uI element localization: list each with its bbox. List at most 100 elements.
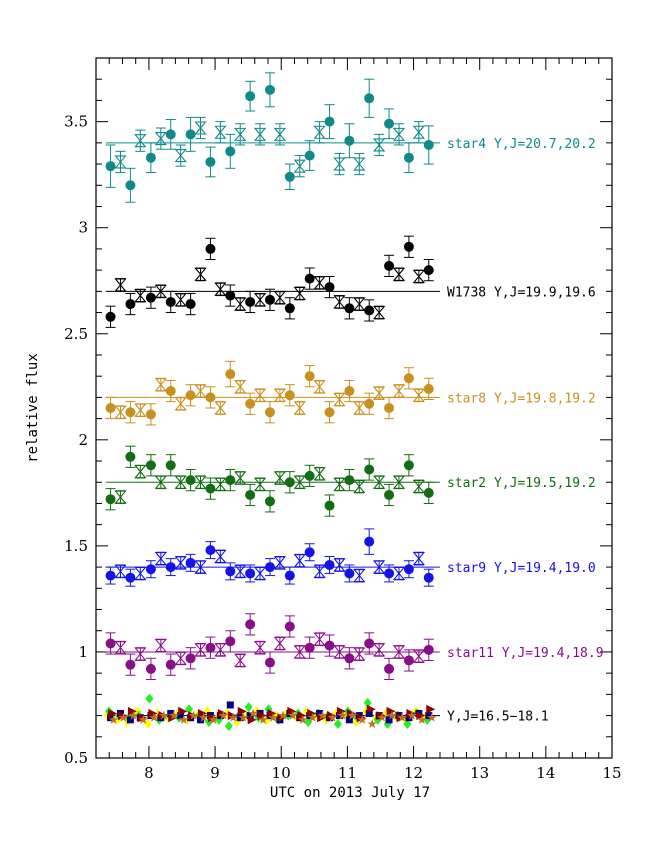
open-hourglass-marker: [313, 467, 326, 481]
open-hourglass-marker: [392, 267, 406, 281]
open-hourglass-marker: [174, 149, 187, 163]
star-marker: [118, 712, 129, 722]
data-marks: [103, 72, 437, 732]
filled-circle-marker: [403, 564, 414, 575]
filled-circle-marker: [125, 572, 136, 583]
open-hourglass-marker: [293, 159, 306, 173]
triangle-marker: [267, 708, 277, 718]
star-marker: [108, 714, 119, 724]
filled-circle-marker: [264, 496, 275, 507]
open-hourglass-marker: [194, 643, 207, 657]
filled-circle-marker: [284, 303, 295, 314]
square-marker: [126, 716, 134, 724]
triangle-marker: [237, 706, 247, 716]
series-label: W1738 Y,J=19.9,19.6: [447, 285, 596, 300]
square-marker: [246, 712, 254, 720]
diamond-marker: [185, 704, 194, 715]
star-marker: [298, 714, 308, 724]
x-tick-label: 14: [536, 764, 555, 782]
x-tick-label: 9: [210, 764, 220, 782]
open-hourglass-marker: [194, 384, 207, 398]
open-hourglass-marker: [353, 479, 366, 494]
filled-circle-marker: [245, 91, 256, 102]
open-hourglass-marker: [353, 297, 366, 311]
open-hourglass-marker: [253, 293, 267, 307]
series-label: star2 Y,J=19.5,19.2: [447, 476, 596, 491]
open-hourglass-marker: [114, 564, 127, 578]
triangle-marker: [227, 711, 237, 721]
series-star9: [105, 528, 434, 587]
open-hourglass-marker: [333, 157, 346, 171]
star-marker: [427, 712, 437, 722]
star-marker: [268, 712, 278, 722]
open-hourglass-marker: [114, 490, 127, 504]
filled-circle-marker: [185, 557, 196, 568]
filled-circle-marker: [304, 273, 315, 284]
open-hourglass-marker: [412, 125, 426, 139]
open-hourglass-marker: [253, 477, 267, 491]
filled-circle-marker: [324, 559, 335, 570]
star-marker: [188, 710, 199, 720]
open-hourglass-marker: [134, 647, 147, 661]
series-label: star4 Y,J=20.7,20.2: [447, 137, 596, 152]
filled-circle-marker: [384, 118, 395, 129]
y-tick-label: 2: [78, 431, 88, 449]
open-hourglass-marker: [194, 560, 207, 574]
open-hourglass-marker: [234, 297, 247, 311]
filled-circle-marker: [344, 386, 355, 397]
open-hourglass-marker: [134, 134, 147, 148]
diamond-marker: [224, 721, 233, 732]
diamond-marker: [363, 697, 372, 708]
star-marker: [317, 710, 328, 720]
open-hourglass-marker: [333, 295, 346, 309]
series-W1738: [105, 235, 434, 328]
open-hourglass-marker: [273, 388, 287, 402]
filled-circle-marker: [165, 296, 176, 307]
star-marker: [347, 710, 358, 720]
filled-circle-marker: [125, 659, 136, 670]
open-hourglass-marker: [392, 645, 406, 659]
open-hourglass-marker: [372, 386, 386, 400]
diamond-marker: [143, 719, 152, 730]
open-hourglass-marker: [194, 475, 207, 489]
filled-circle-marker: [384, 403, 395, 413]
filled-circle-marker: [284, 477, 295, 488]
filled-circle-marker: [205, 392, 216, 403]
open-hourglass-marker: [214, 282, 227, 296]
triangle-marker: [327, 711, 337, 721]
filled-circle-marker: [304, 150, 315, 161]
filled-circle-marker: [284, 390, 295, 401]
star-marker: [149, 712, 159, 722]
triangle-marker: [307, 708, 317, 718]
y-tick-label: 0.5: [64, 749, 88, 767]
open-hourglass-marker: [174, 293, 187, 307]
open-hourglass-marker: [134, 289, 147, 303]
filled-circle-marker: [185, 129, 196, 140]
x-tick-label: 8: [144, 764, 154, 782]
reference-stars: [103, 693, 437, 732]
star-marker: [138, 714, 149, 724]
series-label: star11 Y,J=19.4,18.9: [447, 646, 604, 661]
open-hourglass-marker: [214, 401, 227, 415]
diamond-marker: [333, 719, 342, 730]
open-hourglass-marker: [333, 645, 346, 659]
triangle-marker: [336, 706, 346, 716]
filled-circle-marker: [364, 398, 375, 409]
filled-circle-marker: [304, 642, 315, 653]
filled-circle-marker: [145, 292, 156, 303]
star-marker: [208, 714, 219, 724]
filled-circle-marker: [364, 93, 375, 104]
filled-circle-marker: [324, 282, 335, 293]
reference-label: Y,J=16.5−18.1: [447, 710, 549, 725]
filled-circle-marker: [245, 296, 256, 307]
square-marker: [197, 716, 205, 724]
open-hourglass-marker: [154, 132, 168, 146]
triangle-marker: [257, 711, 267, 721]
filled-circle-marker: [403, 152, 414, 163]
y-tick-label: 1: [78, 643, 88, 661]
triangle-marker: [426, 704, 436, 714]
square-marker: [236, 714, 244, 722]
x-tick-label: 13: [470, 764, 489, 782]
open-hourglass-marker: [234, 471, 247, 485]
open-hourglass-marker: [293, 475, 306, 489]
